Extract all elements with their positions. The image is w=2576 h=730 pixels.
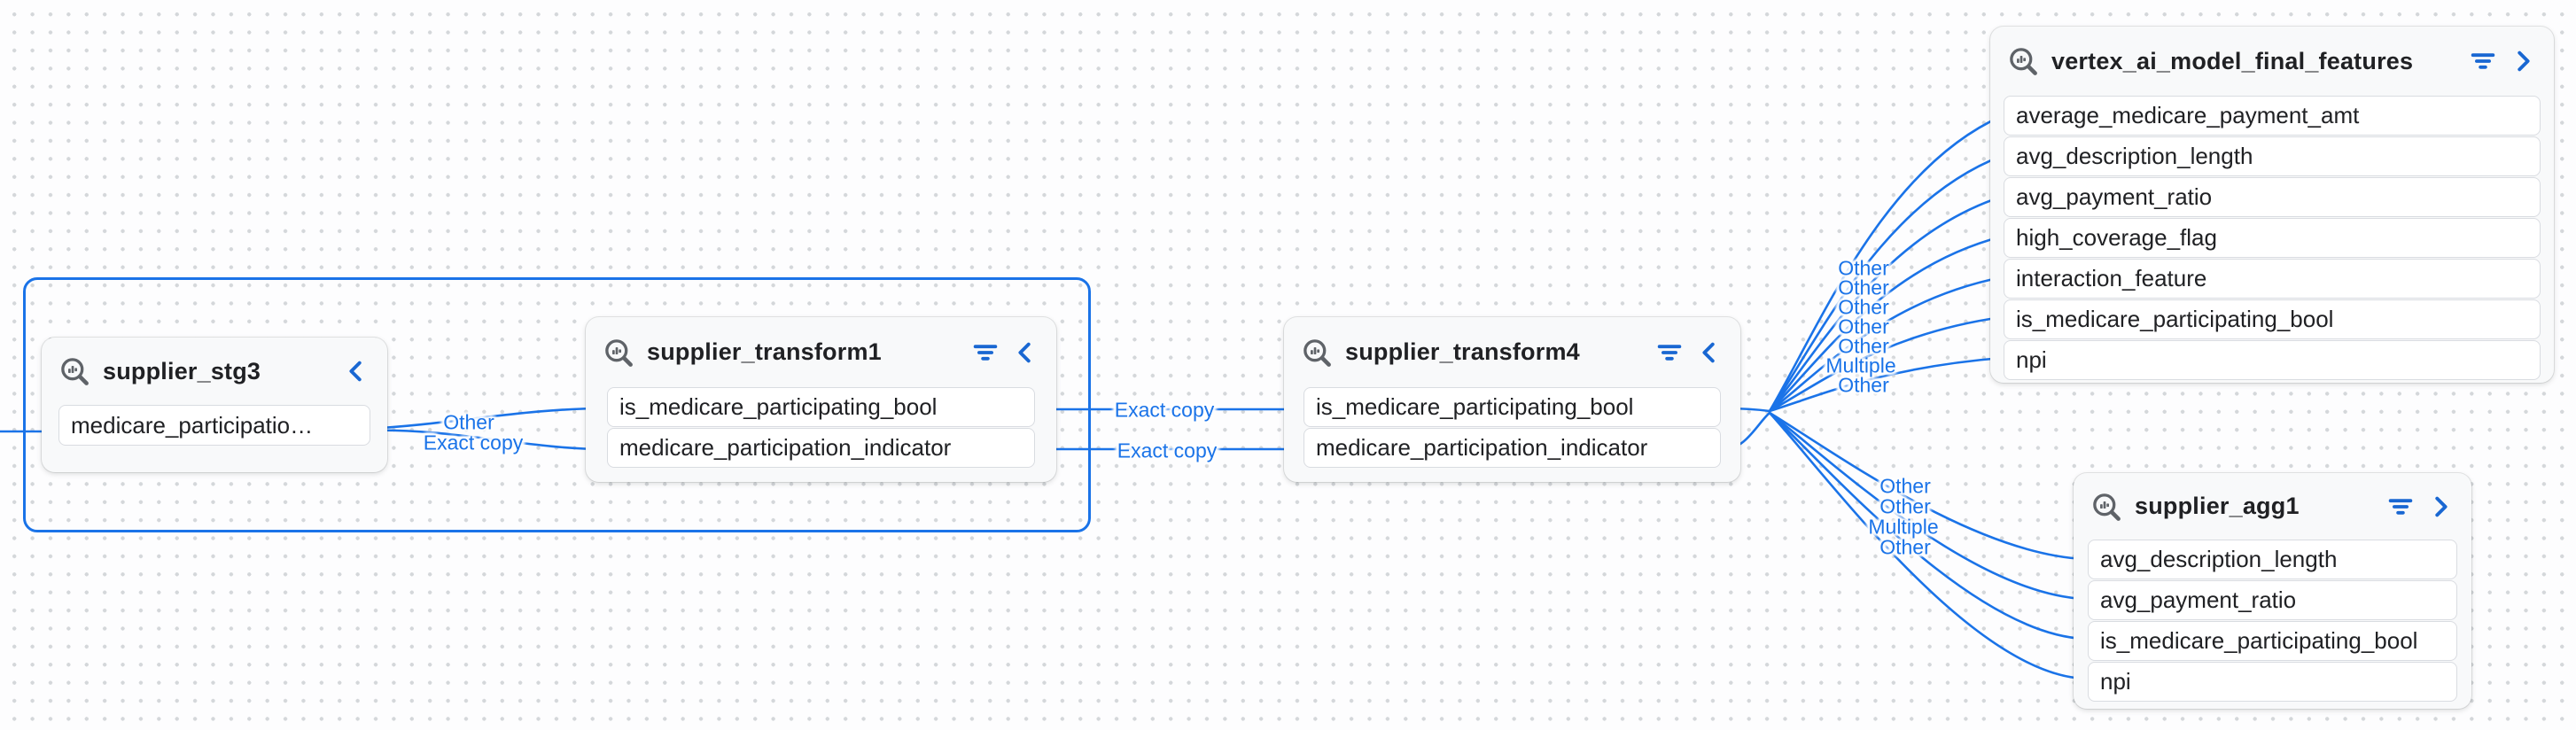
node-title: supplier_stg3 [103,357,261,384]
edge-relation-label-a3[interactable]: Multiple [1868,515,1939,539]
field-row-is_medicare_participating_bool[interactable]: is_medicare_participating_bool [2088,621,2457,661]
bigquery-table-icon [1300,336,1334,369]
bigquery-table-icon [2006,44,2040,78]
field-row-medicare_participatio[interactable]: medicare_participatio… [58,405,370,446]
selection-group-outline [23,277,1091,532]
collapse-left-button[interactable] [1696,339,1723,366]
field-row-medicare_participation_indicator[interactable]: medicare_participation_indicator [1304,428,1721,468]
lineage-node-supplier_transform4[interactable]: supplier_transform4 is_medicare_participa… [1284,317,1740,482]
lineage-node-supplier_stg3[interactable]: supplier_stg3 medicare_participatio… [42,338,387,472]
edge-relation-label-e1[interactable]: Other [443,410,494,434]
edge-relation-label-a1[interactable]: Other [1879,474,1931,498]
edge-relation-label-a4[interactable]: Other [1879,535,1931,559]
field-row-high_coverage_flag[interactable]: high_coverage_flag [2004,218,2541,258]
field-row-is_medicare_participating_bool[interactable]: is_medicare_participating_bool [607,387,1035,427]
field-row-npi[interactable]: npi [2004,340,2541,380]
field-row-is_medicare_participating_bool[interactable]: is_medicare_participating_bool [1304,387,1721,427]
field-row-is_medicare_participating_bool[interactable]: is_medicare_participating_bool [2004,299,2541,339]
expand-right-button[interactable] [2510,48,2536,74]
bigquery-table-icon [58,354,91,388]
field-row-average_medicare_payment_amt[interactable]: average_medicare_payment_amt [2004,96,2541,136]
filter-fields-button[interactable] [1654,338,1685,368]
bigquery-table-icon [2090,490,2123,524]
lineage-node-supplier_transform1[interactable]: supplier_transform1 is_medicare_participa… [586,317,1056,482]
field-list: medicare_participatio… [42,405,387,447]
node-header: supplier_stg3 [42,338,387,405]
node-title: supplier_transform1 [647,338,882,365]
field-row-avg_payment_ratio[interactable]: avg_payment_ratio [2004,177,2541,217]
field-row-interaction_feature[interactable]: interaction_feature [2004,259,2541,299]
field-row-medicare_participation_indicator[interactable]: medicare_participation_indicator [607,428,1035,468]
filter-fields-button[interactable] [2385,492,2416,522]
bigquery-table-icon [602,336,635,369]
collapse-left-button[interactable] [343,358,370,384]
expand-right-button[interactable] [2427,493,2454,520]
field-row-avg_payment_ratio[interactable]: avg_payment_ratio [2088,580,2457,620]
node-header: supplier_transform1 [586,317,1056,387]
filter-fields-button[interactable] [2468,46,2498,76]
field-row-avg_description_length[interactable]: avg_description_length [2088,540,2457,579]
node-title: supplier_agg1 [2135,493,2300,519]
edge-relation-label-v1[interactable]: Other [1838,256,1889,280]
edge-relation-label-e2[interactable]: Exact copy [423,431,524,454]
filter-fields-button[interactable] [970,338,1000,368]
edge-relation-label-a2[interactable]: Other [1879,494,1931,518]
node-header: vertex_ai_model_final_features [1990,27,2554,96]
edge-relation-label-e4[interactable]: Exact copy [1117,439,1218,462]
lineage-node-vertex_ai_model_final_features[interactable]: vertex_ai_model_final_features average_me… [1990,27,2554,383]
edge-relation-label-e3[interactable]: Exact copy [1114,398,1215,422]
node-title: supplier_transform4 [1345,338,1580,365]
field-row-avg_description_length[interactable]: avg_description_length [2004,136,2541,176]
node-header: supplier_agg1 [2074,473,2471,540]
node-header: supplier_transform4 [1284,317,1740,387]
node-title: vertex_ai_model_final_features [2051,47,2414,74]
collapse-left-button[interactable] [1012,339,1039,366]
field-row-npi[interactable]: npi [2088,662,2457,702]
